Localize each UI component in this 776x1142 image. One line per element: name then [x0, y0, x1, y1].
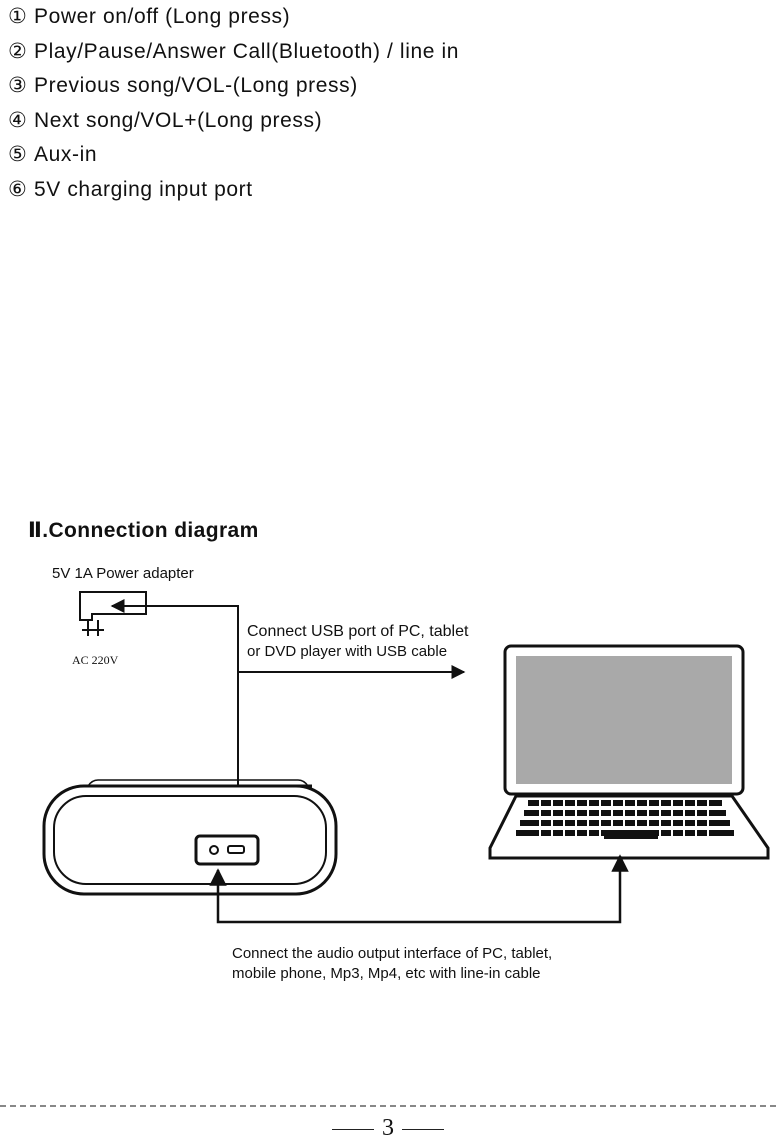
item-number: ②	[8, 39, 28, 63]
item-number: ①	[8, 5, 28, 28]
item-text: 5V charging input port	[34, 177, 253, 201]
item-number: ⑥	[8, 177, 28, 201]
list-item: ③ Previous song/VOL-(Long press)	[8, 69, 459, 104]
connection-diagram: 5V 1A Power adapter AC 220V Connect USB …	[42, 565, 770, 982]
item-text: Next song/VOL+(Long press)	[34, 108, 323, 132]
item-number: ④	[8, 108, 28, 132]
page-number-value: 3	[382, 1115, 394, 1141]
audio-note-line-2: mobile phone, Mp3, Mp4, etc with line-in…	[232, 965, 541, 982]
page-number: 3	[0, 1115, 776, 1142]
laptop-icon	[488, 644, 770, 860]
usb-note-line-2: or DVD player with USB cable	[247, 643, 447, 660]
line-in-cable-arrow	[209, 854, 629, 924]
item-text: Aux-in	[34, 143, 98, 166]
power-adapter-icon	[79, 591, 147, 636]
power-cable-arrow	[110, 599, 245, 844]
item-text: Play/Pause/Answer Call(Bluetooth) / line…	[34, 39, 459, 63]
usb-note-line-1: Connect USB port of PC, tablet	[247, 623, 469, 640]
ac-label: AC 220V	[72, 653, 119, 667]
dash-right	[402, 1128, 444, 1130]
list-item: ① Power on/off (Long press)	[8, 0, 459, 35]
audio-note-line-1: Connect the audio output interface of PC…	[232, 945, 552, 962]
dash-left	[332, 1128, 374, 1130]
adapter-label: 5V 1A Power adapter	[52, 565, 194, 582]
list-item: ⑤ Aux-in	[8, 138, 459, 173]
item-text: Previous song/VOL-(Long press)	[34, 74, 358, 97]
item-number: ⑤	[8, 143, 28, 166]
item-number: ③	[8, 74, 28, 97]
speaker-icon	[42, 779, 338, 896]
item-text: Power on/off (Long press)	[34, 5, 291, 28]
section-title: Ⅱ.Connection diagram	[28, 519, 259, 542]
footer-divider	[0, 1105, 776, 1107]
